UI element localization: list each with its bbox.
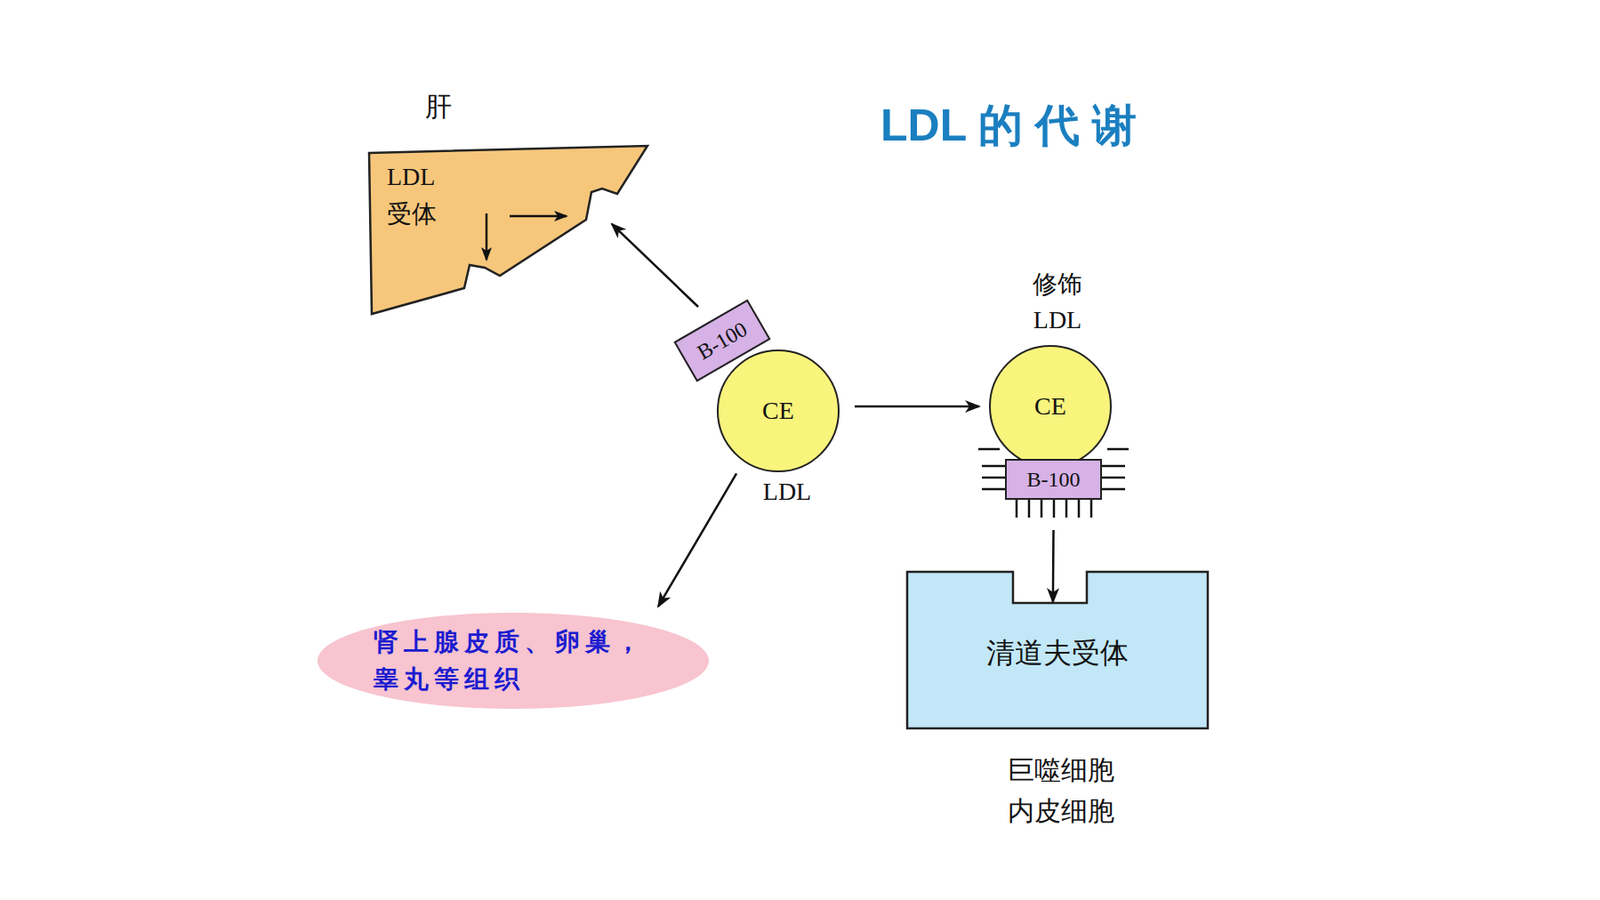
receptor-spikes [978, 449, 1129, 518]
apob100-box: B-100 [1005, 458, 1102, 500]
receptor-arrow [509, 215, 567, 218]
core-label: CE [990, 391, 1110, 422]
tissue-ellipse: 肾上腺皮质、卵巢， 睾丸等组织 [316, 611, 710, 710]
cell-type-label: 巨噬细胞 内皮细胞 [994, 749, 1128, 832]
ellipse-outline [317, 612, 709, 709]
scavenger-receptor-box: 清道夫受体巨噬细胞 内皮细胞 [906, 570, 1209, 730]
modified-ldl-particle: 修饰 LDLCE [988, 345, 1112, 468]
tissue-label: 肾上腺皮质、卵巢， 睾丸等组织 [373, 623, 668, 699]
receptor-outline [907, 571, 1208, 729]
liver-outline [369, 145, 648, 314]
organ-label: 肝 [425, 88, 470, 125]
core-label: CE [718, 395, 838, 427]
receptor-label: LDL 受体 [386, 158, 472, 234]
flow-arrow [1052, 530, 1055, 603]
flow-arrow [658, 473, 737, 607]
protein-label: B-100 [1006, 460, 1101, 499]
liver-organ: 肝LDL 受体 [369, 145, 648, 317]
flow-arrow [854, 405, 980, 409]
tissue-ellipse-outline [316, 611, 710, 710]
particle-label: LDL [751, 476, 823, 507]
receptor-label: 清道夫受体 [906, 635, 1209, 671]
particle-label: 修饰 LDL [1016, 266, 1099, 338]
diagram-title: LDL 的 代 谢 [880, 96, 1137, 156]
flow-arrow [611, 224, 699, 307]
receptor-arrow [485, 213, 489, 260]
ldl-particle: CELDL [716, 349, 840, 473]
